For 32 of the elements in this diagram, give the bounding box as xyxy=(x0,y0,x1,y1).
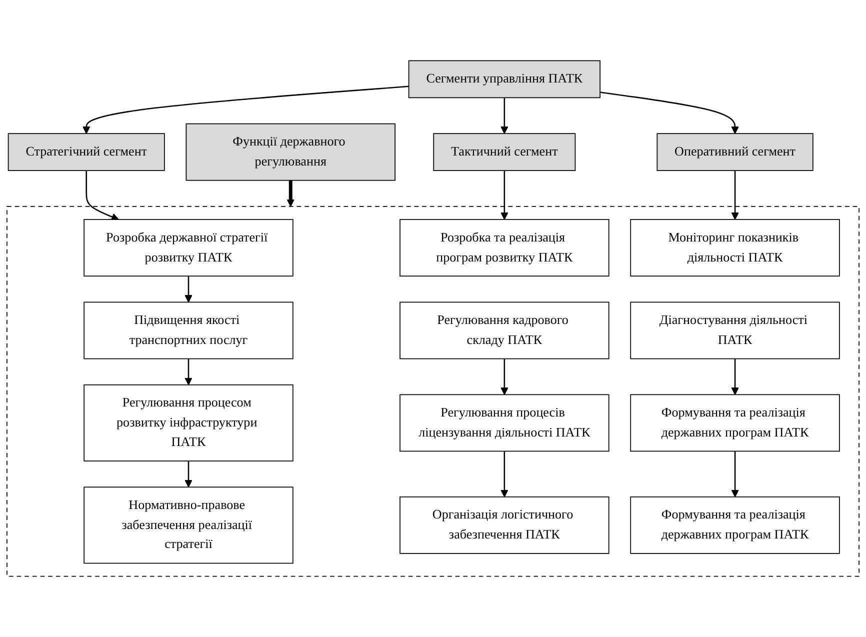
node-box: Формування та реалізація державних програм ПАТК xyxy=(630,394,840,452)
node-box: Стратегічний сегмент xyxy=(8,133,165,171)
arrow xyxy=(82,86,409,134)
arrow xyxy=(731,451,739,498)
node-box: Підвищення якості транспортних послуг xyxy=(84,302,294,360)
arrow xyxy=(731,170,739,220)
arrow xyxy=(500,98,508,134)
arrow xyxy=(86,170,119,220)
node-box: Діагностування діяльності ПАТК xyxy=(630,302,840,360)
node-box: Формування та реалізація державних програм ПАТК xyxy=(630,496,840,554)
node-box: Сегменти управління ПАТК xyxy=(408,60,600,98)
arrow xyxy=(500,358,508,395)
node-box: Регулювання процесів ліцензування діяльності ПАТК xyxy=(400,394,610,452)
node-box: Регулювання кадрового складу ПАТК xyxy=(400,302,610,360)
node-box: Тактичний сегмент xyxy=(433,133,576,171)
arrow xyxy=(184,276,192,303)
arrow xyxy=(731,358,739,395)
arrow xyxy=(286,180,294,207)
arrow xyxy=(600,92,739,134)
node-box: Функції державного регулювання xyxy=(186,123,396,181)
node-box: Оперативний сегмент xyxy=(656,133,814,171)
node-box: Моніторинг показників діяльності ПАТК xyxy=(630,219,840,276)
node-box: Розробка державної стратегії розвитку ПАТК xyxy=(84,219,294,276)
node-box: Розробка та реалізація програм розвитку ПАТК xyxy=(400,219,610,276)
arrow xyxy=(500,170,508,220)
node-box: Регулювання процесом розвитку інфраструктури ПАТК xyxy=(84,384,294,462)
arrow xyxy=(184,461,192,488)
node-box: Організація логістичного забезпечення ПАТК xyxy=(400,496,610,554)
arrow xyxy=(184,358,192,386)
node-box: Нормативно-правове забезпечення реалізації стратегії xyxy=(84,486,294,564)
cluster xyxy=(6,206,860,577)
arrow xyxy=(500,451,508,498)
